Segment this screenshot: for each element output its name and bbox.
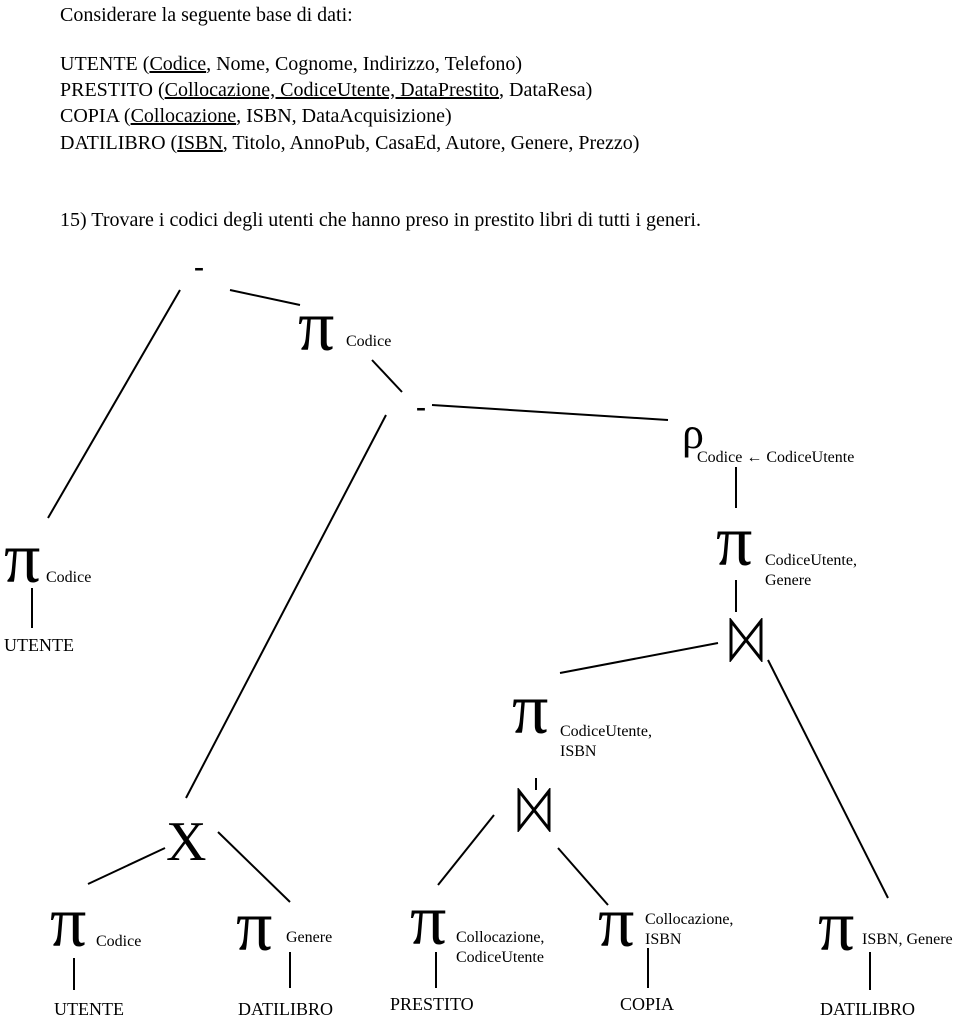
relation-paren: ( [137, 53, 150, 75]
primary-key: Codice [149, 53, 207, 75]
rename-attributes: Codice ← CodiceUtente [697, 449, 855, 466]
relation-paren: ( [118, 105, 131, 127]
projection-attributes-line2: ISBN [560, 743, 597, 760]
schema-copia: COPIA (Collocazione, ISBN, DataAcquisizi… [60, 106, 452, 126]
projection-attributes-line1: CodiceUtente, [560, 723, 652, 740]
intro-text: Considerare la seguente base di dati: [60, 4, 353, 26]
natural-join-icon [729, 618, 763, 662]
edge [47, 289, 181, 519]
natural-join-icon [517, 788, 551, 832]
projection-symbol: π [236, 886, 273, 966]
projection-symbol: π [4, 518, 41, 598]
edge [185, 414, 387, 799]
relation-leaf: PRESTITO [390, 994, 474, 1014]
edge [437, 814, 495, 886]
rename-symbol: ρ [682, 409, 704, 458]
root-difference-operator: - [194, 250, 204, 283]
inner-difference-operator: - [416, 390, 426, 423]
projection-symbol: π [410, 880, 447, 960]
relation-leaf: DATILIBRO [820, 999, 915, 1019]
relation-leaf: UTENTE [54, 999, 124, 1019]
relation-leaf: UTENTE [4, 635, 74, 655]
relation-paren: ( [165, 132, 178, 154]
schema-prestito: PRESTITO (Collocazione, CodiceUtente, Da… [60, 80, 592, 100]
schema-datilibro: DATILIBRO (ISBN, Titolo, AnnoPub, CasaEd… [60, 133, 639, 153]
projection-attributes-line2: ISBN [645, 931, 682, 948]
relation-leaf: COPIA [620, 994, 675, 1014]
projection-symbol: π [598, 882, 635, 962]
relation-attributes: , Titolo, AnnoPub, CasaEd, Autore, Gener… [222, 132, 640, 154]
primary-key: ISBN [177, 132, 223, 154]
edge [217, 831, 291, 903]
relation-name: COPIA [60, 105, 119, 127]
edge [229, 289, 301, 306]
relation-attributes: , Nome, Cognome, Indirizzo, Telefono) [206, 53, 523, 75]
relation-attributes: , DataResa) [499, 79, 593, 101]
projection-attributes: Genere [286, 929, 333, 946]
question-text: 15) Trovare i codici degli utenti che ha… [60, 209, 701, 231]
primary-key: Collocazione, CodiceUtente, DataPrestito [164, 79, 500, 101]
edge [431, 404, 669, 421]
relation-name: UTENTE [60, 53, 138, 75]
projection-symbol: π [818, 886, 855, 966]
projection-attributes-line2: CodiceUtente [456, 949, 544, 966]
relation-name: DATILIBRO [60, 132, 166, 154]
schema-utente: UTENTE (Codice, Nome, Cognome, Indirizzo… [60, 54, 522, 74]
relation-leaf: DATILIBRO [238, 999, 333, 1019]
projection-attributes: Codice [96, 933, 142, 950]
projection-attributes-line1: Collocazione, [456, 929, 545, 946]
projection-attributes-line2: Genere [765, 572, 812, 589]
relation-name: PRESTITO [60, 79, 153, 101]
projection-symbol: π [716, 501, 753, 581]
edge [557, 847, 609, 906]
projection-attributes-line1: CodiceUtente, [765, 552, 857, 569]
primary-key: Collocazione [130, 105, 237, 127]
edge [559, 642, 719, 674]
projection-attributes: Codice [346, 333, 392, 350]
projection-attributes-line1: Collocazione, [645, 911, 734, 928]
projection-attributes: ISBN, Genere [862, 931, 953, 948]
relation-paren: ( [152, 79, 165, 101]
edge [371, 359, 403, 393]
projection-symbol: π [512, 669, 549, 749]
projection-symbol: π [298, 286, 335, 366]
cartesian-product-operator: X [166, 811, 207, 873]
projection-attributes: Codice [46, 569, 92, 586]
edge [87, 847, 166, 885]
projection-symbol: π [50, 882, 87, 962]
relation-attributes: , ISBN, DataAcquisizione) [236, 105, 452, 127]
edge [767, 659, 889, 899]
